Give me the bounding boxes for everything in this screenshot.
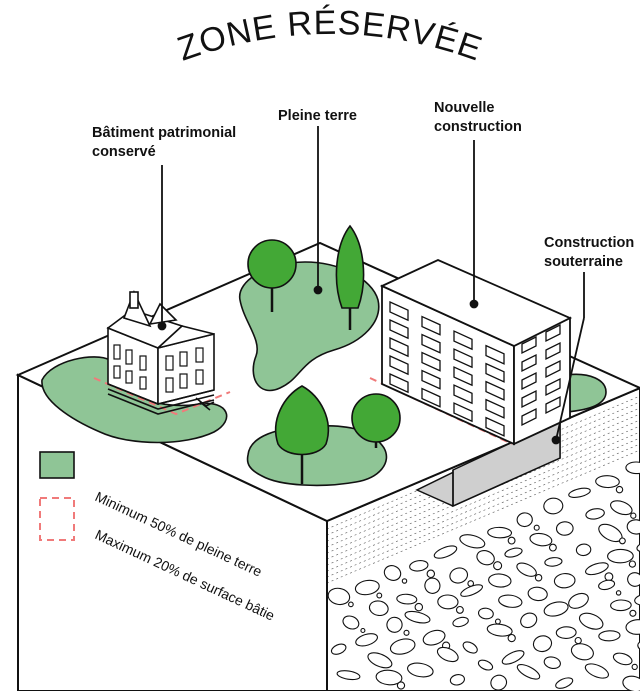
block-top-face (15, 241, 640, 523)
tree-right (351, 393, 401, 448)
svg-text:construction: construction (434, 119, 522, 135)
svg-text:Nouvelle: Nouvelle (434, 100, 494, 116)
tree-cypress (335, 224, 365, 330)
svg-text:Construction: Construction (544, 235, 634, 251)
label-heritage: Bâtiment patrimonial conservé (92, 125, 236, 160)
soil-face (326, 386, 640, 691)
svg-text:souterraine: souterraine (544, 254, 623, 270)
green-area-right (565, 373, 607, 413)
svg-text:Pleine terre: Pleine terre (278, 108, 357, 124)
legend-green-swatch (39, 451, 75, 479)
label-open-ground: Pleine terre (278, 108, 357, 124)
label-underground: Construction souterraine (544, 235, 634, 270)
svg-text:conservé: conservé (92, 144, 156, 160)
tree-left (247, 239, 297, 312)
svg-text:Bâtiment patrimonial: Bâtiment patrimonial (92, 125, 236, 141)
legend-dashed-swatch (39, 497, 75, 541)
heritage-building (106, 289, 215, 415)
leader-lines (157, 126, 585, 445)
label-new-building: Nouvelle construction (434, 100, 522, 135)
tree-center (274, 385, 330, 484)
soil-stones (327, 461, 640, 691)
page-title: ZONE RÉSERVÉE (173, 4, 487, 69)
